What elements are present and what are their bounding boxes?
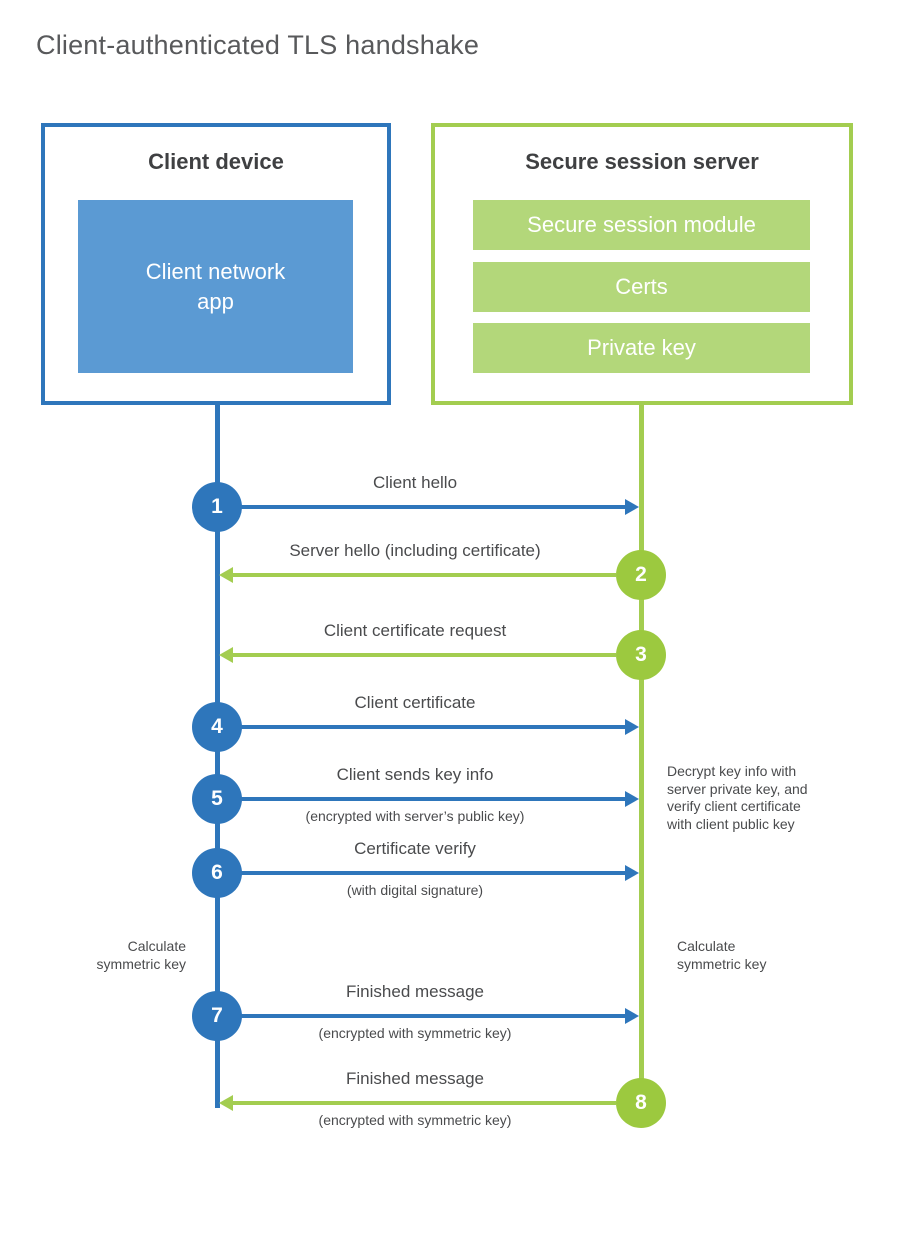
- arrow-shaft-7: [240, 1014, 626, 1018]
- server-module-secure-session: Secure session module: [473, 200, 810, 250]
- server-box: Secure session server Secure session mod…: [431, 123, 853, 405]
- arrow-shaft-2: [233, 573, 616, 577]
- step-badge-7: 7: [192, 991, 242, 1041]
- client-device-title: Client device: [148, 149, 284, 174]
- arrow-shaft-8: [233, 1101, 616, 1105]
- server-module-certs: Certs: [473, 262, 810, 312]
- decrypt-key-note: Decrypt key info with server private key…: [667, 763, 808, 832]
- message-sublabel-5: (encrypted with server’s public key): [305, 808, 525, 824]
- page-title: Client-authenticated TLS handshake: [36, 30, 480, 60]
- message-label-2: Server hello (including certificate): [289, 541, 541, 560]
- message-sublabel-6: (with digital signature): [346, 882, 484, 898]
- step-badge-6: 6: [192, 848, 242, 898]
- arrow-head-6: [625, 865, 639, 881]
- arrow-head-2: [219, 567, 233, 583]
- arrow-head-8: [219, 1095, 233, 1111]
- client-device-box: Client device Client network app: [41, 123, 391, 405]
- arrow-head-7: [625, 1008, 639, 1024]
- step-badge-8: 8: [616, 1078, 666, 1128]
- message-label-3: Client certificate request: [323, 621, 507, 640]
- arrow-head-4: [625, 719, 639, 735]
- step-badge-2: 2: [616, 550, 666, 600]
- message-label-1: Client hello: [372, 473, 458, 492]
- arrow-head-1: [625, 499, 639, 515]
- step-badge-4: 4: [192, 702, 242, 752]
- message-label-8: Finished message: [346, 1069, 484, 1088]
- arrow-shaft-3: [233, 653, 616, 657]
- calculate-symmetric-key-note-client: Calculate symmetric key: [96, 938, 186, 972]
- arrow-shaft-5: [240, 797, 626, 801]
- message-label-4: Client certificate: [354, 693, 476, 712]
- message-sublabel-8: (encrypted with symmetric key): [318, 1112, 512, 1128]
- server-title: Secure session server: [525, 149, 759, 174]
- message-label-5: Client sends key info: [336, 765, 494, 784]
- arrow-shaft-6: [240, 871, 626, 875]
- step-badge-5: 5: [192, 774, 242, 824]
- step-badge-3: 3: [616, 630, 666, 680]
- message-label-7: Finished message: [346, 982, 484, 1001]
- step-badge-1: 1: [192, 482, 242, 532]
- server-lifeline: [639, 403, 644, 1105]
- server-module-private-key: Private key: [473, 323, 810, 373]
- message-sublabel-7: (encrypted with symmetric key): [318, 1025, 512, 1041]
- calculate-symmetric-key-note-server: Calculate symmetric key: [677, 938, 767, 972]
- arrow-head-5: [625, 791, 639, 807]
- client-lifeline: [215, 403, 220, 1108]
- client-network-app-box: Client network app: [78, 200, 353, 373]
- arrow-shaft-4: [240, 725, 626, 729]
- arrow-shaft-1: [240, 505, 626, 509]
- arrow-head-3: [219, 647, 233, 663]
- message-label-6: Certificate verify: [354, 839, 476, 858]
